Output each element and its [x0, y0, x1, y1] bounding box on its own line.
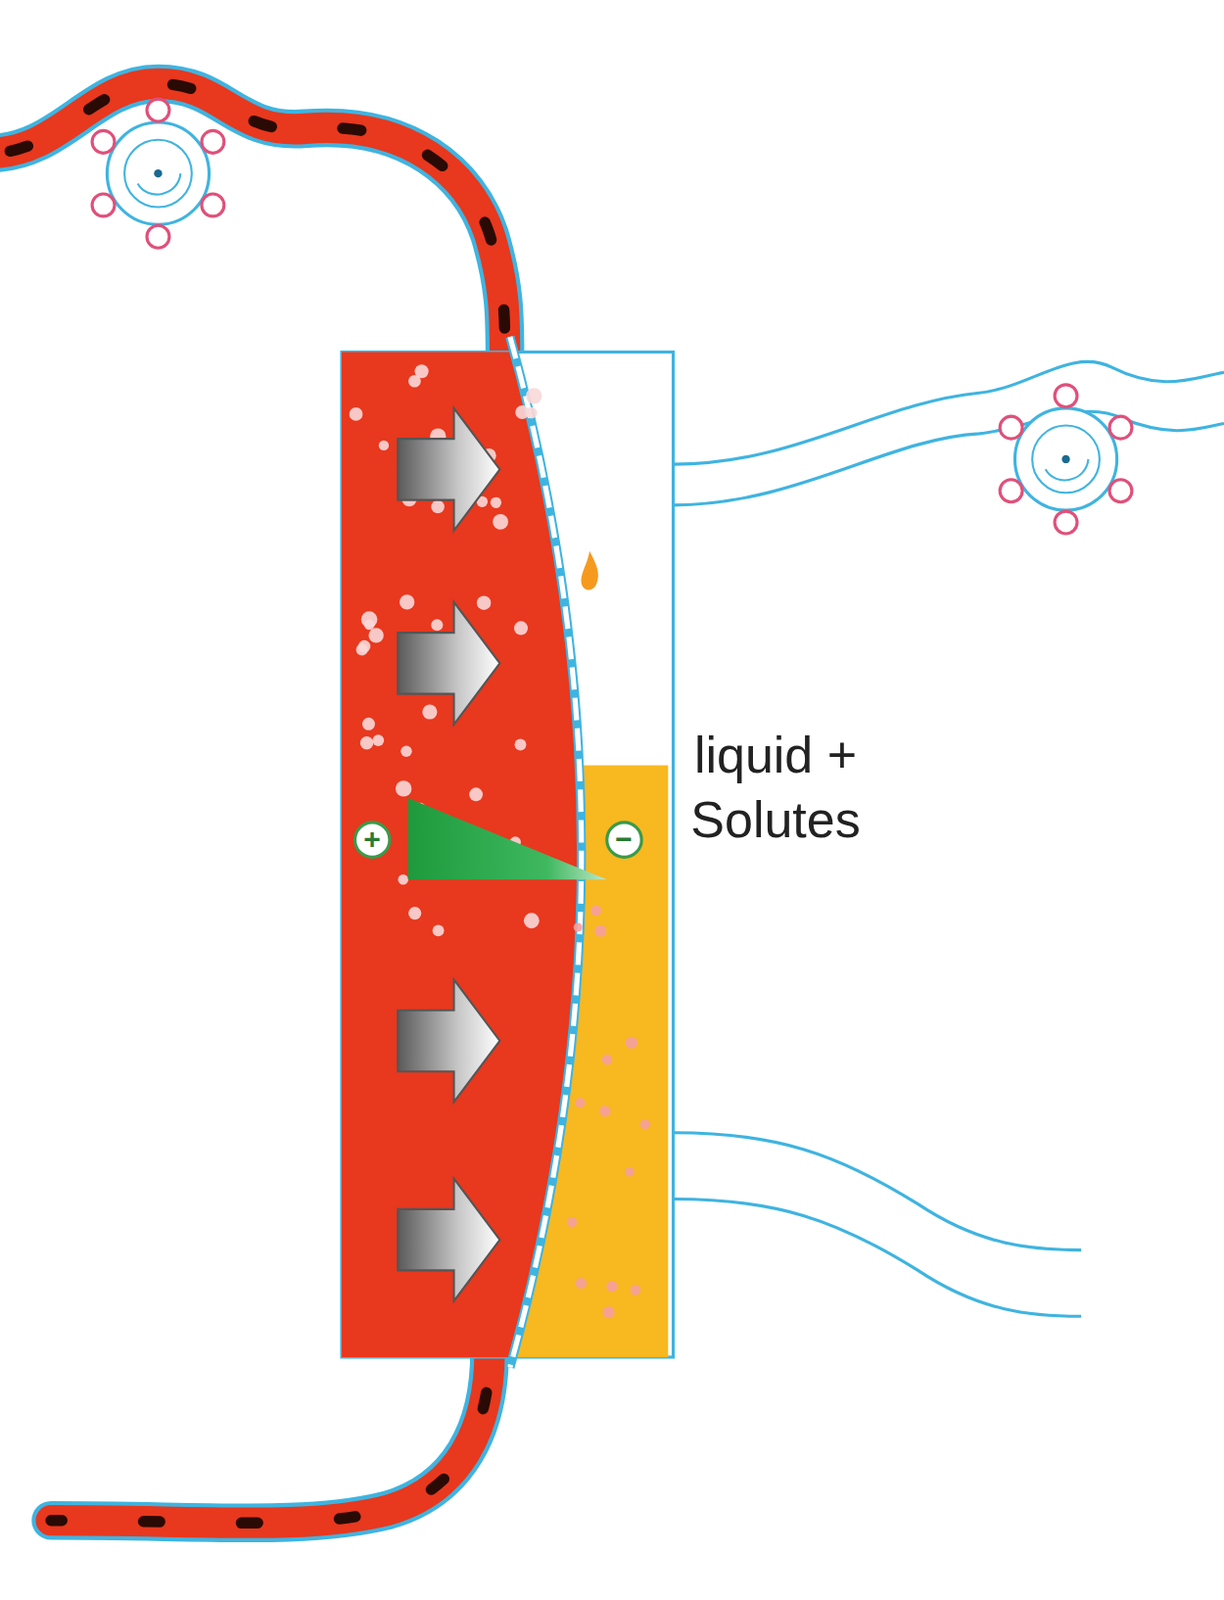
- cell-dots-part: [399, 594, 415, 610]
- cell-dots-part: [360, 736, 375, 751]
- cell-dots-part: [490, 497, 502, 509]
- filter-housing-part: [341, 352, 674, 1358]
- filtrate-label: liquid + Solutes: [690, 722, 860, 852]
- cell-dots-part: [408, 906, 422, 920]
- dialysate-tube-part: [673, 1132, 1083, 1251]
- effluent-pump-part: [1109, 479, 1132, 503]
- effluent-pump-part: [1054, 384, 1078, 408]
- filter-housing: [341, 336, 674, 1368]
- cell-dots-part: [566, 1217, 577, 1227]
- effluent-pump-part: [1014, 408, 1117, 511]
- cell-dots-part: [624, 1167, 634, 1177]
- cell-dots-part: [430, 618, 443, 631]
- cell-dots-part: [422, 704, 437, 719]
- effluent-pump-part: [999, 416, 1023, 439]
- effluent-pump-part: [1109, 416, 1132, 439]
- pressure-gradient-wedge: [408, 798, 608, 880]
- blood-pump-part: [124, 140, 192, 208]
- cell-dots-part: [395, 780, 412, 797]
- cell-dots-part: [575, 1277, 587, 1289]
- blood-pump-part: [146, 98, 170, 122]
- sign-circles: [355, 822, 643, 857]
- cell-dots-part: [492, 514, 509, 530]
- blood-pump-part: [106, 122, 209, 225]
- cell-dots-part: [415, 364, 429, 378]
- blood-pump-part: [92, 130, 115, 153]
- flow-arrows-part: [397, 408, 500, 531]
- effluent-pump-part: [999, 479, 1023, 503]
- plus-sign: +: [363, 824, 381, 854]
- blood-pump-part: [201, 130, 225, 153]
- cell-dots-part: [368, 627, 383, 643]
- cell-dots-part: [514, 620, 528, 635]
- effluent-pump-part: [1032, 425, 1100, 494]
- effluent-tube-part: [673, 361, 1224, 465]
- cell-dots-part: [400, 745, 412, 756]
- blood-tube-part: [0, 83, 506, 357]
- cell-dots-part: [525, 407, 538, 420]
- sign-circles-part: [607, 822, 642, 857]
- effluent-tube-part: [673, 411, 1224, 506]
- cell-dots-part: [590, 905, 602, 917]
- minus-sign: −: [614, 824, 633, 854]
- cell-dots-part: [378, 440, 389, 451]
- cell-dots-part: [630, 1284, 642, 1296]
- cell-dots-part: [372, 734, 384, 747]
- cell-dots-part: [430, 500, 445, 515]
- cell-dots-part: [349, 407, 364, 422]
- blood-tube-part: [0, 83, 506, 357]
- cell-dots-part: [515, 739, 527, 752]
- flow-arrows-part: [397, 602, 500, 725]
- blood-pump-part: [201, 193, 225, 217]
- cell-dots-part: [640, 1119, 651, 1130]
- cell-dots-part: [362, 717, 376, 731]
- cell-dots-part: [397, 874, 409, 886]
- cell-dots: [349, 364, 651, 1319]
- effluent-tube: [673, 361, 1224, 505]
- flame-mark: [580, 551, 598, 591]
- dialysate-tube: [673, 1132, 1083, 1318]
- effluent-pump-part: [1054, 511, 1078, 534]
- dialysate-tube-part: [673, 1198, 1083, 1317]
- cell-dots-part: [574, 1097, 585, 1108]
- blood-tube-part: [50, 1352, 490, 1524]
- cell-dots-part: [606, 1280, 617, 1292]
- cell-dots-part: [525, 387, 542, 404]
- blood-tube-part: [0, 83, 506, 357]
- blood-pump-part: [153, 169, 162, 178]
- flow-arrows-part: [397, 979, 500, 1102]
- effluent-pump: [999, 384, 1132, 534]
- cell-dots-part: [523, 912, 540, 929]
- cell-dots-part: [361, 611, 378, 628]
- cell-dots-part: [432, 924, 445, 937]
- cell-dots-part: [476, 596, 491, 611]
- blood-pump-part: [146, 225, 170, 248]
- blood-tube-part: [50, 1352, 490, 1524]
- cell-dots-part: [599, 1105, 611, 1117]
- blood-pump-part: [92, 193, 115, 217]
- effluent-pump-part: [1061, 455, 1070, 464]
- flow-arrows-part: [397, 1178, 500, 1302]
- blood-tube-part: [50, 1352, 490, 1524]
- cell-dots-part: [625, 1036, 638, 1049]
- cell-dots-part: [602, 1054, 613, 1066]
- cell-dots-part: [469, 787, 483, 801]
- cell-dots-part: [603, 1306, 615, 1319]
- sign-circles-part: [355, 822, 390, 857]
- cell-dots-part: [358, 640, 372, 654]
- blood-pump: [92, 98, 225, 248]
- cell-dots-part: [573, 922, 583, 932]
- cell-dots-part: [594, 925, 607, 938]
